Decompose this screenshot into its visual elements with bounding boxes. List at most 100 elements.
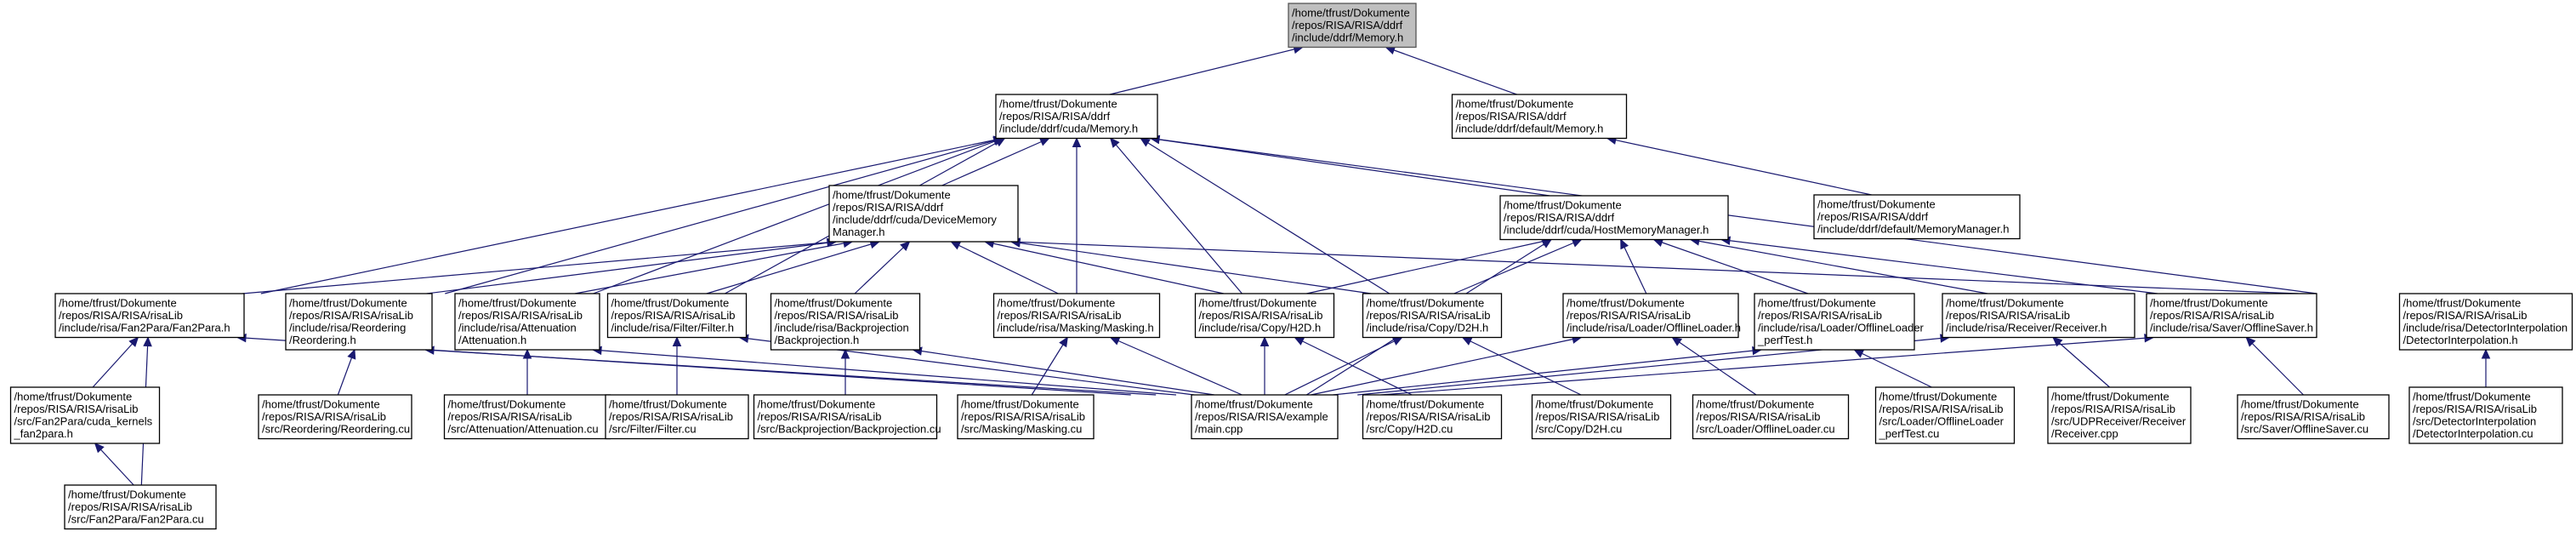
node-box[interactable] — [995, 94, 1158, 140]
node-box[interactable] — [2237, 394, 2390, 440]
graph-node[interactable]: /home/tfrust/Dokumente/repos/RISA/RISA/d… — [828, 185, 1019, 243]
node-box[interactable] — [1754, 293, 1915, 351]
node-box[interactable] — [828, 185, 1019, 243]
dependency-edge — [706, 241, 879, 294]
graph-node[interactable]: /home/tfrust/Dokumente/repos/RISA/RISA/r… — [1692, 394, 1850, 440]
node-box[interactable] — [1531, 394, 1672, 440]
node-label-line: /repos/RISA/RISA/risaLib — [1367, 410, 1491, 423]
node-box[interactable] — [258, 394, 412, 440]
node-box[interactable] — [454, 293, 600, 351]
graph-node[interactable]: /home/tfrust/Dokumente/repos/RISA/RISA/r… — [1362, 293, 1503, 339]
node-label-line: /home/tfrust/Dokumente — [1567, 297, 1685, 310]
arrowhead-icon — [522, 348, 532, 359]
node-label-line: /include/risa/Copy/D2H.h — [1367, 322, 1489, 334]
graph-node[interactable]: /home/tfrust/Dokumente/repos/RISA/RISA/r… — [2146, 293, 2317, 339]
graph-node[interactable]: /home/tfrust/Dokumente/repos/RISA/RISA/r… — [1531, 394, 1672, 440]
graph-node[interactable]: /home/tfrust/Dokumente/repos/RISA/RISA/d… — [1451, 94, 1628, 140]
graph-node[interactable]: /home/tfrust/Dokumente/repos/RISA/RISA/r… — [9, 386, 161, 444]
node-box[interactable] — [1813, 194, 2021, 240]
node-box[interactable] — [1362, 394, 1503, 440]
node-box[interactable] — [606, 293, 748, 339]
dependency-edge — [1140, 137, 1390, 294]
node-label-line: /src/Backprojection/Backprojection.cu — [758, 423, 941, 436]
graph-node[interactable]: /home/tfrust/Dokumente/repos/RISA/RISA/d… — [1499, 195, 1729, 241]
node-box[interactable] — [443, 394, 611, 440]
graph-node[interactable]: /home/tfrust/Dokumente/repos/RISA/RISA/r… — [258, 394, 412, 440]
node-box[interactable] — [9, 386, 161, 444]
node-label-line: /repos/RISA/RISA/risaLib — [1697, 410, 1821, 423]
graph-node[interactable]: /home/tfrust/Dokumente/repos/RISA/RISA/r… — [54, 293, 245, 339]
graph-node[interactable]: /home/tfrust/Dokumente/repos/RISA/RISA/r… — [2237, 394, 2390, 440]
graph-node[interactable]: /home/tfrust/Dokumente/repos/RISA/RISA/r… — [285, 293, 433, 351]
node-label-line: /home/tfrust/Dokumente — [2241, 398, 2359, 411]
node-box[interactable] — [605, 394, 749, 440]
node-box[interactable] — [1562, 293, 1739, 339]
graph-node[interactable]: /home/tfrust/Dokumente/repos/RISA/RISA/r… — [2408, 386, 2563, 444]
arrowhead-icon — [1059, 336, 1068, 348]
node-box[interactable] — [2398, 293, 2573, 351]
node-box[interactable] — [285, 293, 433, 351]
node-label-line: /repos/RISA/RISA/risaLib — [458, 309, 583, 322]
node-label-line: /home/tfrust/Dokumente — [1817, 198, 1936, 211]
dependency-edge — [242, 241, 837, 294]
node-label-line: /src/Fan2Para/cuda_kernels — [14, 415, 153, 428]
node-label-line: /Backprojection.h — [775, 334, 860, 346]
node-label-line: /repos/RISA/RISA/ddrf — [1292, 19, 1402, 31]
node-box[interactable] — [1194, 293, 1335, 339]
graph-node[interactable]: /home/tfrust/Dokumente/repos/RISA/RISA/d… — [1288, 3, 1417, 49]
node-label-line: _perfTest.h — [1757, 334, 1812, 346]
node-box[interactable] — [64, 484, 217, 530]
node-box[interactable] — [2047, 386, 2192, 444]
node-box[interactable] — [2146, 293, 2317, 339]
graph-node[interactable]: /home/tfrust/Dokumente/repos/RISA/RISA/d… — [995, 94, 1158, 140]
graph-node[interactable]: /home/tfrust/Dokumente/repos/RISA/RISA/r… — [605, 394, 749, 440]
graph-node[interactable]: /home/tfrust/Dokumente/repos/RISA/RISA/r… — [443, 394, 611, 440]
arrowhead-icon — [1260, 336, 1270, 346]
graph-node[interactable]: /home/tfrust/Dokumente/repos/RISA/RISA/r… — [1754, 293, 1925, 351]
dependency-edge — [1031, 337, 1068, 396]
graph-node[interactable]: /home/tfrust/Dokumente/repos/RISA/RISA/r… — [606, 293, 748, 339]
arrowhead-icon — [1391, 336, 1403, 346]
graph-node[interactable]: /home/tfrust/Dokumente/repos/RISA/RISA/r… — [1362, 394, 1503, 440]
node-box[interactable] — [1191, 394, 1339, 440]
node-box[interactable] — [770, 293, 921, 351]
node-box[interactable] — [1874, 386, 2016, 444]
dependency-edge — [913, 349, 1214, 396]
node-box[interactable] — [54, 293, 245, 339]
node-label-line: /repos/RISA/RISA/risaLib — [1758, 309, 1882, 322]
graph-node[interactable]: /home/tfrust/Dokumente/repos/RISA/RISA/r… — [64, 484, 217, 530]
node-label-line: /home/tfrust/Dokumente — [609, 398, 727, 411]
graph-node[interactable]: /home/tfrust/Dokumente/repos/RISA/RISA/r… — [957, 394, 1095, 440]
dependency-edge — [1150, 137, 2317, 294]
dependency-edge — [1306, 238, 1552, 294]
graph-node[interactable]: /home/tfrust/Dokumente/repos/RISA/RISA/r… — [770, 293, 921, 351]
graph-node[interactable]: /home/tfrust/Dokumente/repos/RISA/RISA/r… — [2047, 386, 2192, 444]
node-label-line: /home/tfrust/Dokumente — [1879, 391, 1998, 403]
graph-node[interactable]: /home/tfrust/Dokumente/repos/RISA/RISA/r… — [753, 394, 941, 440]
graph-node[interactable]: /home/tfrust/Dokumente/repos/RISA/RISA/r… — [1942, 293, 2135, 339]
graph-node[interactable]: /home/tfrust/Dokumente/repos/RISA/RISA/r… — [1874, 386, 2016, 444]
dependency-edge — [2052, 337, 2110, 388]
node-box[interactable] — [753, 394, 938, 440]
node-box[interactable] — [1451, 94, 1628, 140]
node-box[interactable] — [1288, 3, 1417, 49]
node-box[interactable] — [1499, 195, 1729, 241]
graph-node[interactable]: /home/tfrust/Dokumente/repos/RISA/RISA/d… — [1813, 194, 2021, 240]
node-label-line: /home/tfrust/Dokumente — [1456, 98, 1574, 111]
graph-node[interactable]: /home/tfrust/Dokumente/repos/RISA/RISA/r… — [454, 293, 600, 351]
dependency-edge — [1854, 349, 1932, 388]
graph-node[interactable]: /home/tfrust/Dokumente/repos/RISA/RISA/r… — [992, 293, 1161, 339]
node-label-line: /src/Masking/Masking.cu — [961, 423, 1082, 436]
dependency-edge — [1453, 238, 1582, 294]
node-box[interactable] — [1362, 293, 1503, 339]
node-box[interactable] — [1942, 293, 2135, 339]
node-box[interactable] — [2408, 386, 2563, 444]
graph-node[interactable]: /home/tfrust/Dokumente/repos/RISA/RISA/r… — [2398, 293, 2573, 351]
graph-node[interactable]: /home/tfrust/Dokumente/repos/RISA/RISA/r… — [1562, 293, 1741, 339]
node-label-line: /repos/RISA/RISA/ddrf — [1456, 110, 1567, 123]
node-box[interactable] — [957, 394, 1095, 440]
graph-node[interactable]: /home/tfrust/Dokumente/repos/RISA/RISA/e… — [1191, 394, 1339, 440]
graph-node[interactable]: /home/tfrust/Dokumente/repos/RISA/RISA/r… — [1194, 293, 1335, 339]
node-box[interactable] — [1692, 394, 1850, 440]
node-box[interactable] — [992, 293, 1161, 339]
